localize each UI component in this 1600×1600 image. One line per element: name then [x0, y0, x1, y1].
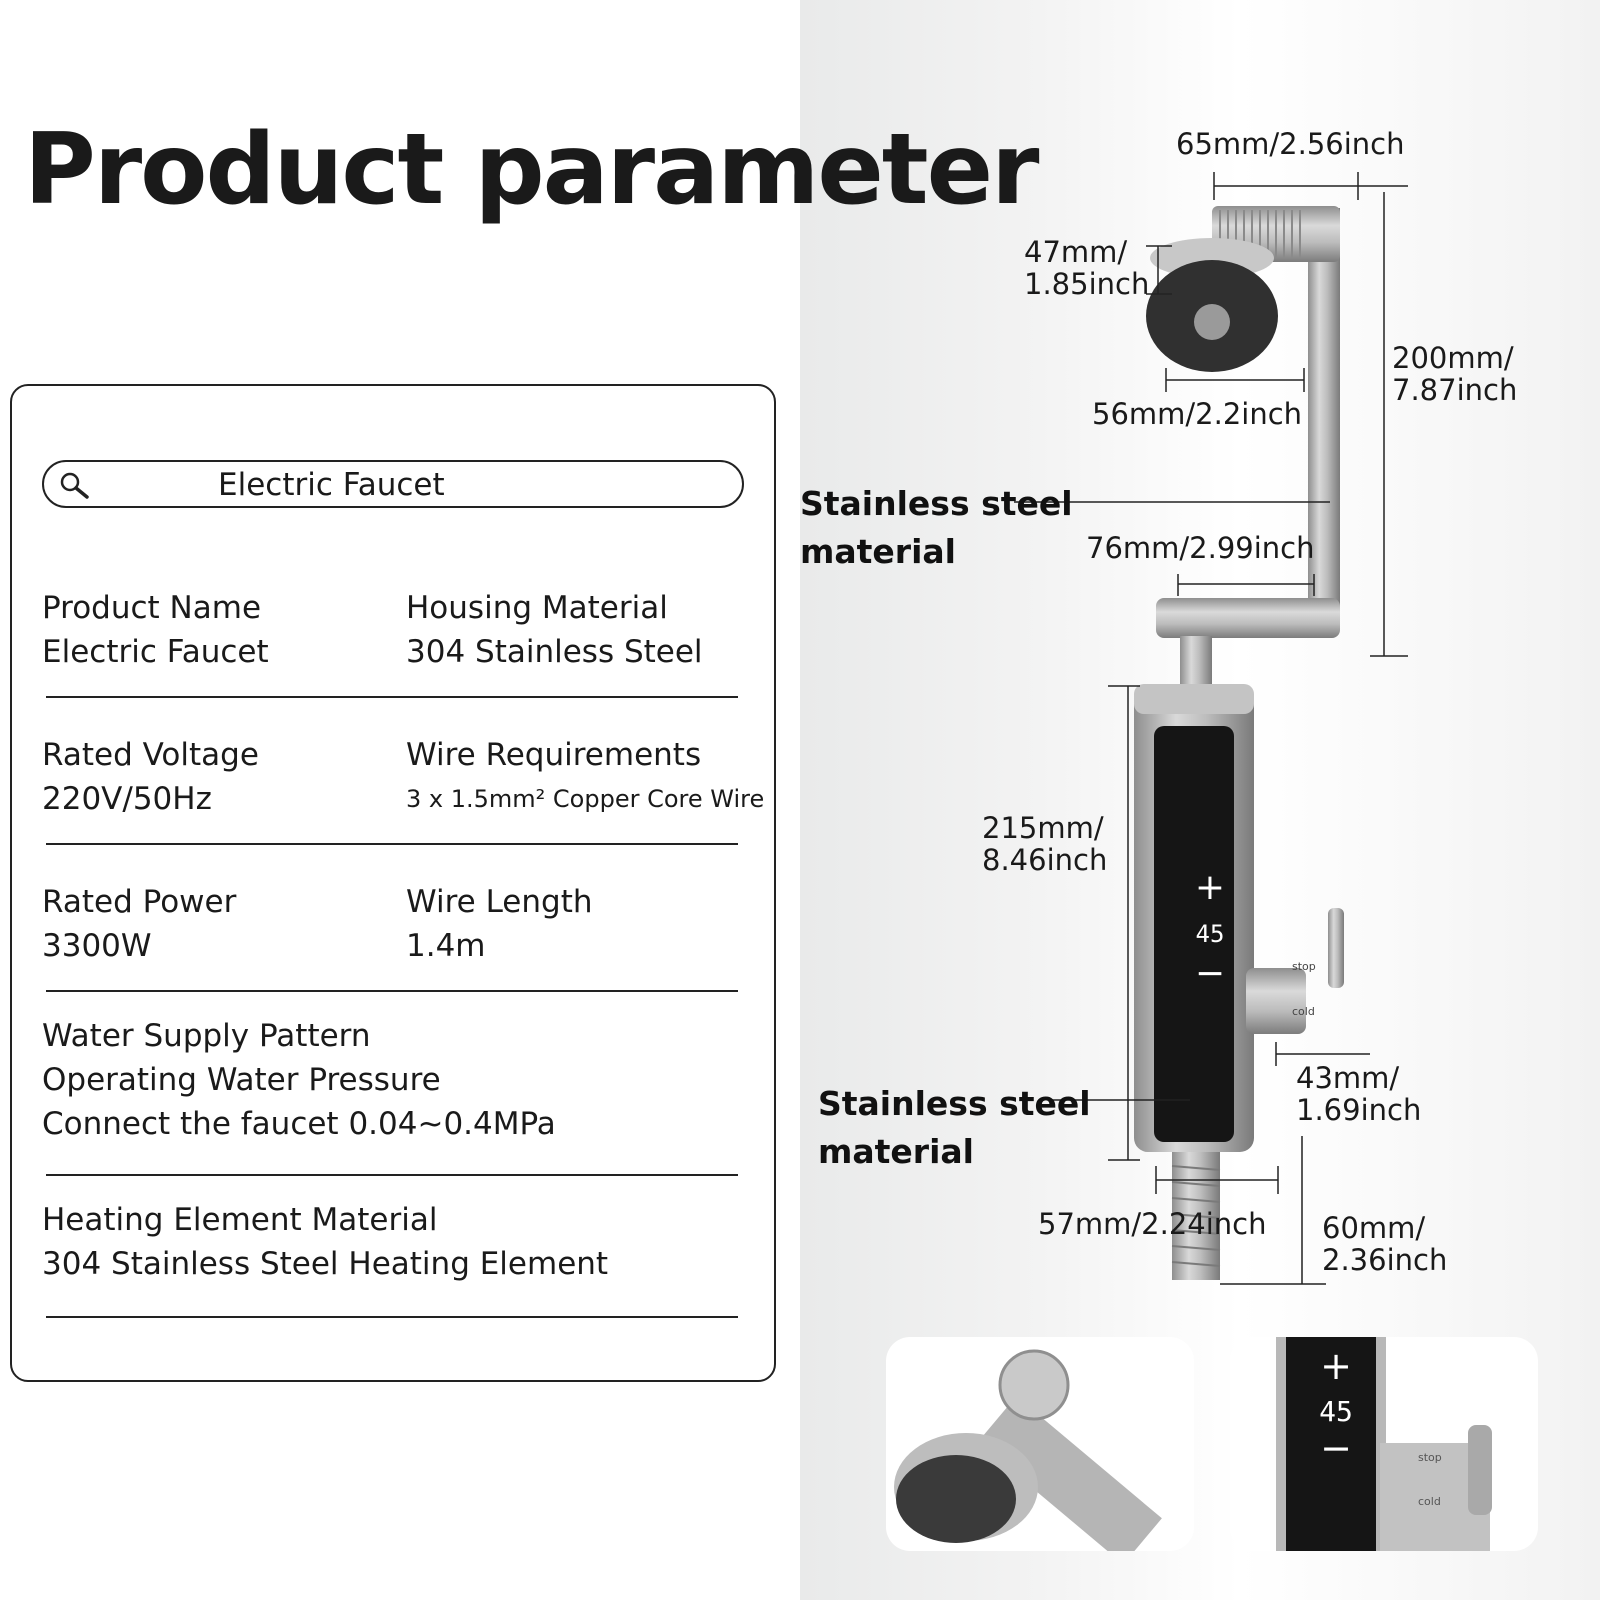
temperature-readout: 45 — [1319, 1395, 1353, 1428]
divider — [46, 990, 738, 992]
dim-top-width: 65mm/2.56inch — [1176, 127, 1405, 161]
dim-head-height-2: 1.85inch — [1024, 267, 1150, 301]
spec-label: Water Supply Pattern — [42, 1018, 371, 1054]
cold-label: cold — [1292, 1005, 1315, 1018]
divider — [46, 843, 738, 845]
heater-cap — [1134, 684, 1254, 714]
spec-row: Rated Power 3300W Wire Length 1.4m — [42, 880, 748, 970]
callout-upper-line1: Stainless steel — [800, 484, 1073, 523]
detail-image-spray-head — [886, 1337, 1194, 1551]
spec-value: 220V/50Hz — [42, 781, 212, 817]
spec-value: 304 Stainless Steel Heating Element — [42, 1246, 609, 1282]
display-closeup: + 45 − stop cold — [1276, 1337, 1492, 1551]
detail-image-display: + 45 − stop cold — [1230, 1337, 1538, 1551]
cold-label: cold — [1418, 1495, 1441, 1508]
spray-head-closeup — [894, 1349, 1162, 1551]
faucet-diagram — [1014, 172, 1408, 1285]
aerator — [1194, 304, 1230, 340]
faucet-lower-arm — [1156, 598, 1340, 638]
dim-arm-width: 76mm/2.99inch — [1086, 531, 1315, 565]
dim-arm-height-1: 200mm/ — [1392, 341, 1514, 375]
callout-upper-line2: material — [800, 532, 956, 571]
spec-row: Product Name Electric Faucet Housing Mat… — [42, 586, 748, 676]
dim-head-width: 56mm/2.2inch — [1092, 397, 1303, 431]
dim-handle-1: 43mm/ — [1296, 1061, 1400, 1095]
dim-thread-1: 60mm/ — [1322, 1211, 1426, 1245]
callout-lower-line1: Stainless steel — [818, 1084, 1091, 1123]
spec-value: Electric Faucet — [42, 634, 269, 670]
handle-lever — [1328, 908, 1344, 988]
spec-label: Housing Material — [406, 590, 668, 626]
dim-arm-height-2: 7.87inch — [1392, 373, 1518, 407]
plus-icon: + — [1194, 867, 1226, 908]
spec-label: Wire Length — [406, 884, 593, 920]
dim-thread-2: 2.36inch — [1322, 1243, 1448, 1277]
plus-icon: + — [1320, 1344, 1352, 1388]
temperature-readout: 45 — [1195, 920, 1225, 948]
faucet-neck — [1180, 636, 1212, 684]
spec-row: Water Supply Pattern Operating Water Pre… — [42, 1014, 748, 1154]
minus-icon: − — [1320, 1426, 1352, 1470]
spec-label: Wire Requirements — [406, 737, 702, 773]
divider — [46, 1174, 738, 1176]
search-text: Electric Faucet — [218, 467, 445, 503]
callout-lower-line2: material — [818, 1132, 974, 1171]
dim-head-height-1: 47mm/ — [1024, 235, 1128, 269]
spec-label: Operating Water Pressure — [42, 1062, 441, 1098]
dim-base-width: 57mm/2.24inch — [1038, 1207, 1267, 1241]
stop-label: stop — [1292, 960, 1316, 973]
dim-body-height-1: 215mm/ — [982, 811, 1104, 845]
spec-value: 3 x 1.5mm² Copper Core Wire — [406, 785, 765, 813]
dim-handle-2: 1.69inch — [1296, 1093, 1422, 1127]
minus-icon: − — [1194, 953, 1226, 994]
spec-row: Rated Voltage 220V/50Hz Wire Requirement… — [42, 733, 764, 823]
spec-card: Electric Faucet Product Name Electric Fa… — [10, 384, 776, 1382]
stop-label: stop — [1418, 1451, 1442, 1464]
divider — [46, 1316, 738, 1318]
magnifier-icon — [60, 472, 89, 499]
spec-label: Rated Voltage — [42, 737, 259, 773]
dim-body-height-2: 8.46inch — [982, 843, 1108, 877]
spec-value: Connect the faucet 0.04~0.4MPa — [42, 1106, 556, 1142]
display-panel — [1154, 726, 1234, 1142]
spec-label: Heating Element Material — [42, 1202, 438, 1238]
thread-lines — [1171, 1165, 1221, 1267]
spec-value: 3300W — [42, 928, 152, 964]
spec-label: Product Name — [42, 590, 262, 626]
divider — [46, 696, 738, 698]
spec-value: 304 Stainless Steel — [406, 634, 703, 670]
dimension-lines — [1014, 172, 1408, 1285]
handle-base — [1246, 968, 1306, 1034]
spec-label: Rated Power — [42, 884, 237, 920]
faucet-arm — [1308, 208, 1340, 628]
page-title: Product parameter — [24, 113, 1039, 227]
search-bar: Electric Faucet — [42, 460, 744, 508]
spec-row: Heating Element Material 304 Stainless S… — [42, 1198, 748, 1288]
spec-value: 1.4m — [406, 928, 486, 964]
